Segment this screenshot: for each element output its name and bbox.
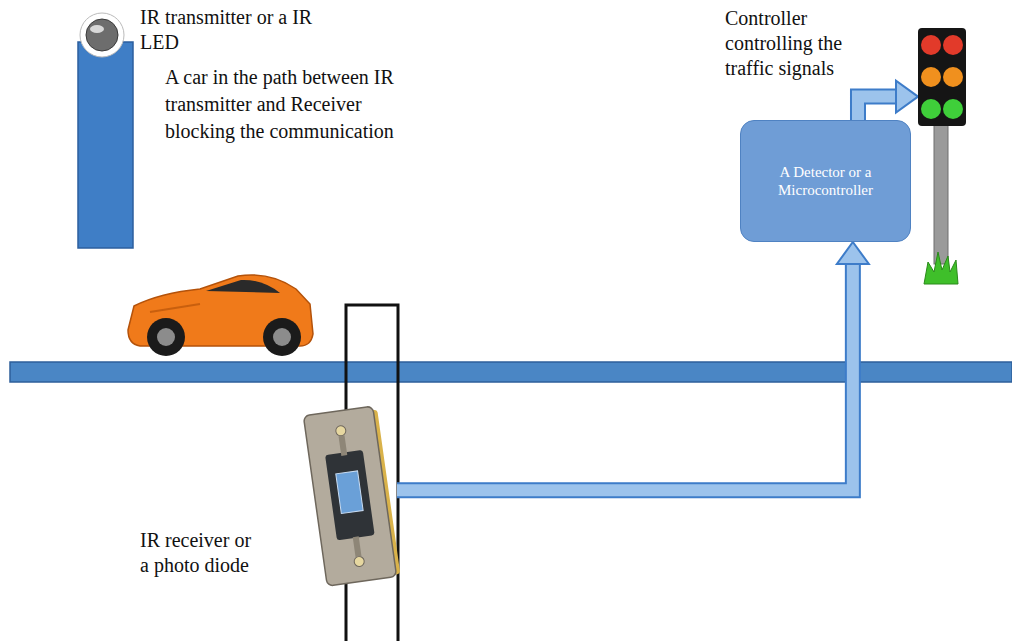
car-hub <box>273 328 291 346</box>
arrow-head <box>896 81 918 113</box>
package-body <box>303 406 396 586</box>
signal-arrow <box>397 242 869 490</box>
box-text: A Detector or a Microcontroller <box>749 163 902 199</box>
microcontroller-box: A Detector or a Microcontroller <box>740 120 911 242</box>
ir-led <box>86 19 118 51</box>
signal-lamp <box>943 99 963 119</box>
arrow-shaft <box>397 264 853 490</box>
car-line <box>150 304 200 312</box>
signal-pole <box>934 124 948 264</box>
ir-transmitter: IR transmitter or a IR LED <box>78 12 133 248</box>
arrow-shaft <box>858 97 896 120</box>
sensor-window <box>336 471 363 514</box>
component-label: IR transmitter or a IR LED <box>140 5 340 55</box>
photodiode <box>303 406 400 587</box>
component-label: IR receiver or a photo diode <box>140 528 262 578</box>
arrow-head <box>837 242 869 264</box>
signal-lamp <box>943 67 963 87</box>
car <box>128 275 313 356</box>
pin <box>335 425 346 436</box>
car-window <box>206 280 280 293</box>
lead <box>353 536 362 557</box>
signal-housing <box>918 28 966 126</box>
traffic-light: Controller controlling the traffic signa… <box>918 28 966 126</box>
ir-transmitter-art <box>78 12 133 248</box>
signal-lamp <box>921 67 941 87</box>
arrow-outline <box>858 97 896 120</box>
road <box>10 362 1012 382</box>
signal-lamp <box>943 35 963 55</box>
component-label: Controller controlling the traffic signa… <box>725 6 875 81</box>
led-ring <box>80 13 124 57</box>
arrow-outline <box>397 264 853 490</box>
note-label: A car in the path between IR transmitter… <box>165 64 435 145</box>
car-wheel <box>147 318 185 356</box>
ir-receiver-art <box>305 400 397 592</box>
pin <box>354 556 365 567</box>
signal-lamp <box>921 99 941 119</box>
signal-lamp <box>921 35 941 55</box>
ir-receiver: IR receiver or a photo diode <box>305 400 397 592</box>
transmitter-post <box>78 42 133 248</box>
package-frame <box>325 450 375 540</box>
led-shine <box>90 25 104 33</box>
grass <box>924 252 958 284</box>
car-hub <box>157 328 175 346</box>
lead <box>339 435 348 456</box>
traffic-light-art <box>918 28 966 126</box>
car-wheel <box>263 318 301 356</box>
signal-arrow <box>858 81 918 120</box>
